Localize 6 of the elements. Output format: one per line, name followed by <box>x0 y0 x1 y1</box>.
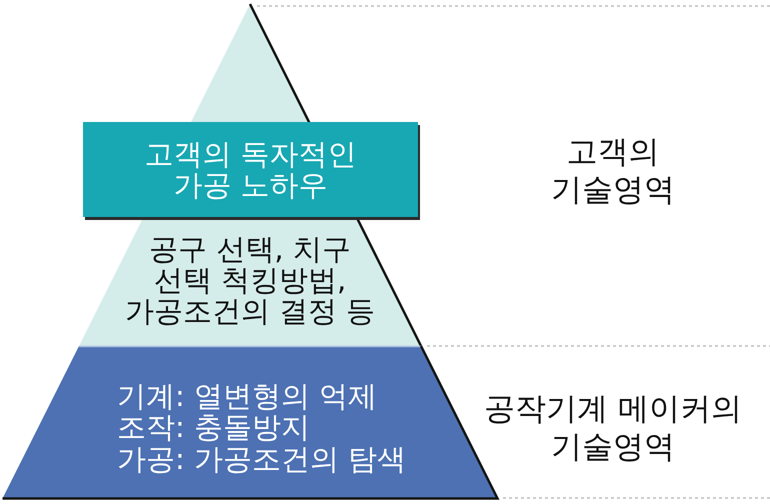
region-label: 고객의 기술영역 <box>551 133 675 209</box>
region-label: 공작기계 메이커의 기술영역 <box>484 390 742 466</box>
tier-text: 공구 선택, 치구 선택 척킹방법, 가공조건의 결정 등 <box>124 234 376 327</box>
tier-item: 조작: 충돌방지 <box>117 412 310 443</box>
tier-item: 가공: 가공조건의 탐색 <box>117 444 406 475</box>
tier-item: 기계: 열변형의 억제 <box>117 381 378 412</box>
